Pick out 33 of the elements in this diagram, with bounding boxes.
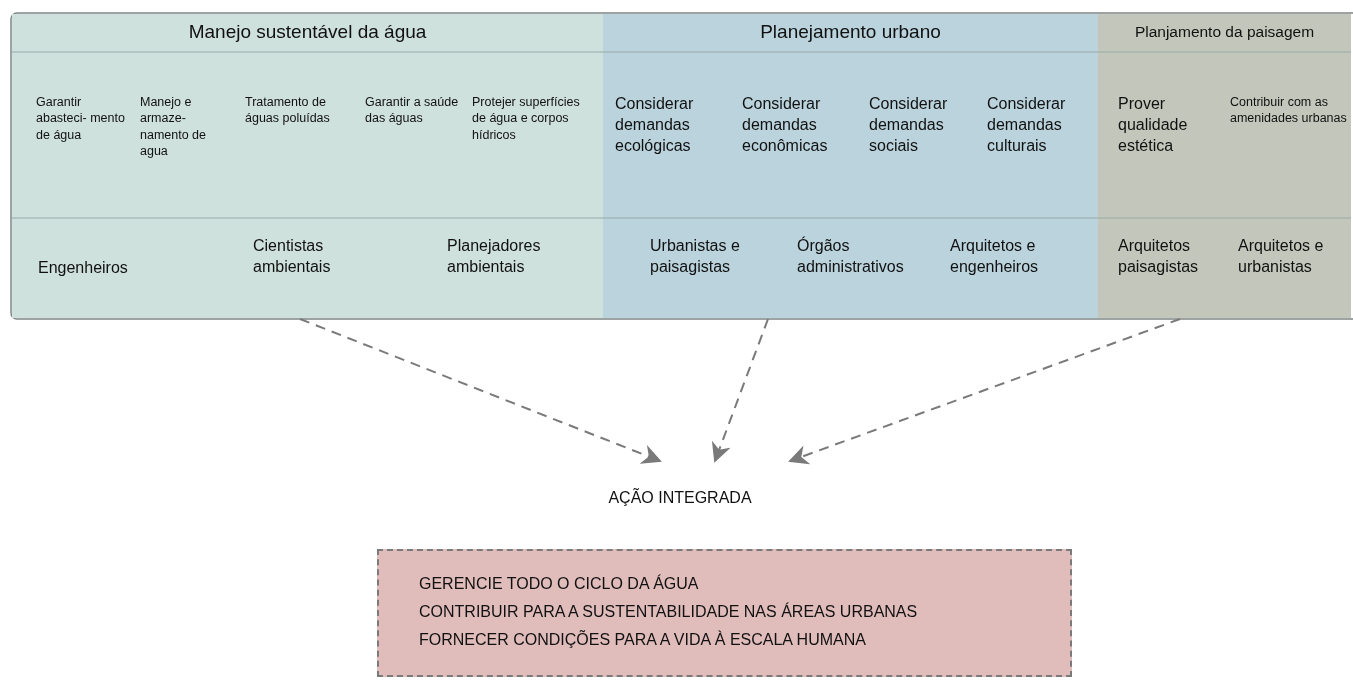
role-text: Arquitetos paisagistas <box>1118 236 1200 277</box>
goal-text: Contribuir com as amenidades urbanas <box>1230 94 1348 127</box>
discipline-panel <box>12 14 603 318</box>
goal-text: Considerar demandas econômicas <box>742 94 829 156</box>
goal-statement: FORNECER CONDIÇÕES PARA A VIDA À ESCALA HUMANA <box>419 630 866 650</box>
panel-heading: Planejamento urbano <box>760 20 941 44</box>
role-text: Planejadores ambientais <box>447 236 542 277</box>
goal-text: Tratamento de águas poluídas <box>245 94 331 127</box>
panel-heading: Manejo sustentável da água <box>188 20 427 44</box>
goal-text: Considerar demandas sociais <box>869 94 949 156</box>
role-text: Cientistas ambientais <box>253 236 332 277</box>
goal-text: Manejo e armaze- namento de agua <box>140 94 208 159</box>
role-text: Órgãos administrativos <box>797 236 905 277</box>
goal-text: Garantir abasteci- mento de água <box>36 94 126 143</box>
outcome-box <box>377 549 1072 677</box>
goal-text: Protejer superfícies de água e corpos hídricos <box>472 94 581 143</box>
discipline-panel <box>603 14 1098 318</box>
role-text: Engenheiros <box>38 258 129 278</box>
role-text: Arquitetos e engenheiros <box>950 236 1040 277</box>
goal-text: Considerar demandas ecológicas <box>615 94 695 156</box>
dashed-arrow <box>711 318 769 463</box>
goal-text: Prover qualidade estética <box>1118 94 1189 156</box>
goal-statement: GERENCIE TODO O CICLO DA ÁGUA <box>419 574 699 594</box>
dashed-arrow <box>299 318 662 464</box>
panel-heading: Planjamento da paisagem <box>1134 22 1315 42</box>
role-text: Arquitetos e urbanistas <box>1238 236 1325 277</box>
integration-label: AÇÃO INTEGRADA <box>608 488 752 508</box>
dashed-arrow <box>788 318 1181 465</box>
role-text: Urbanistas e paisagistas <box>650 236 741 277</box>
goal-text: Garantir a saúde das águas <box>365 94 460 127</box>
discipline-panel <box>1098 14 1351 318</box>
goal-text: Considerar demandas culturais <box>987 94 1067 156</box>
goal-statement: CONTRIBUIR PARA A SUSTENTABILIDADE NAS ÁREAS URBANAS <box>419 602 918 622</box>
